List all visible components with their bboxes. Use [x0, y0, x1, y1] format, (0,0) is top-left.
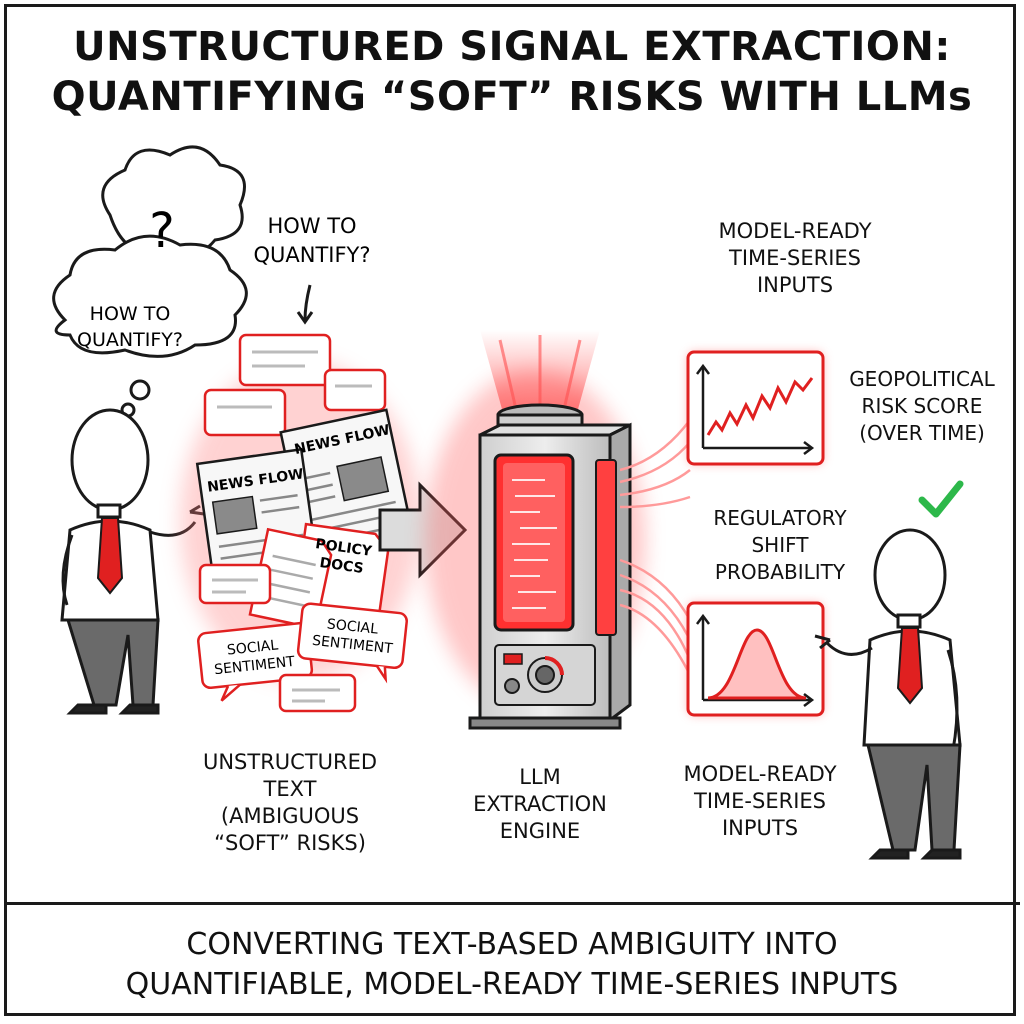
illustration: ? HOW TO QUANTIFY? HOW TO QUANTIFY?: [52, 145, 964, 860]
risk-score-line: [706, 377, 814, 436]
bubble-text-line-1: HOW TO: [90, 303, 171, 325]
footer-line-1: CONVERTING TEXT-BASED AMBIGUITY INTO: [186, 927, 838, 962]
unstructured-text-label: UNSTRUCTURED TEXT (AMBIGUOUS “SOFT” RISK…: [202, 750, 378, 855]
social-sentiment-label-a1: SOCIAL: [226, 637, 279, 658]
output-streams: [619, 419, 692, 676]
page-title: UNSTRUCTURED SIGNAL EXTRACTION: QUANTIFY…: [0, 22, 1024, 122]
engine-label: LLM EXTRACTION ENGINE: [473, 765, 607, 843]
analyst-figure-right: [814, 528, 962, 860]
bubble-text-line-2: QUANTIFY?: [77, 329, 183, 351]
title-line-2: QUANTIFYING “SOFT” RISKS WITH LLMs: [51, 74, 973, 120]
check-icon: [918, 480, 964, 518]
footer-caption: CONVERTING TEXT-BASED AMBIGUITY INTO QUA…: [0, 925, 1024, 1005]
note-arrow: [303, 284, 312, 321]
geopolitical-risk-chart: [686, 350, 825, 466]
analyst-figure-left: [60, 408, 205, 715]
footer-line-2: QUANTIFIABLE, MODEL-READY TIME-SERIES IN…: [125, 967, 899, 1002]
chat-bubble: [203, 388, 287, 437]
policy-docs-label-2: DOCS: [319, 555, 365, 577]
note-text-line-1: HOW TO: [267, 214, 356, 238]
note-text-line-2: QUANTIFY?: [253, 243, 370, 267]
chat-bubble: [198, 563, 272, 605]
footer-divider: [4, 902, 1020, 905]
chat-bubble: [238, 333, 332, 387]
social-sentiment-label-b1: SOCIAL: [326, 616, 379, 637]
model-ready-label-top: MODEL-READY TIME-SERIES INPUTS: [718, 219, 872, 297]
thought-bubble: [52, 145, 248, 418]
llm-extraction-engine: [468, 403, 632, 730]
probability-curve: [707, 628, 807, 700]
chat-bubble: [323, 368, 387, 412]
regulatory-probability-chart: [686, 601, 825, 717]
outer-frame: [4, 4, 1016, 1016]
model-ready-label-bottom: MODEL-READY TIME-SERIES INPUTS: [683, 762, 837, 840]
policy-docs-label-1: POLICY: [314, 536, 373, 560]
geopolitical-risk-label: GEOPOLITICAL RISK SCORE (OVER TIME): [849, 367, 995, 445]
question-mark: ?: [149, 203, 174, 259]
title-line-1: UNSTRUCTURED SIGNAL EXTRACTION:: [73, 24, 951, 70]
regulatory-shift-label: REGULATORY SHIFT PROBABILITY: [713, 506, 847, 584]
